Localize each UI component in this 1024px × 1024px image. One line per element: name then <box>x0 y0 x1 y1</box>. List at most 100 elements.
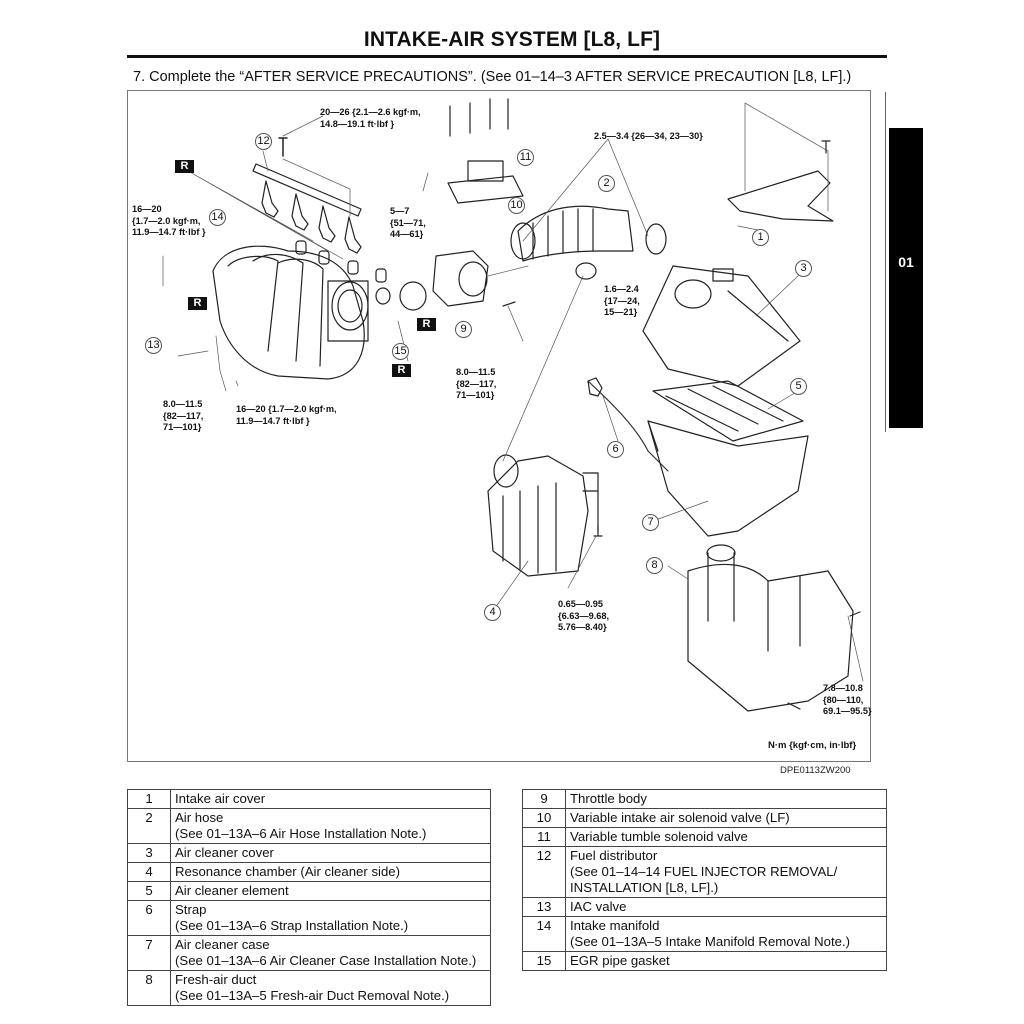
part-name: Throttle body <box>570 791 647 806</box>
resonance-chamber-drawing <box>487 454 603 577</box>
callout-9: 9 <box>455 321 472 338</box>
part-note: (See 01–14–14 FUEL INJECTOR REMOVAL/ INS… <box>570 864 838 895</box>
callout-2: 2 <box>598 175 615 192</box>
part-description: Resonance chamber (Air cleaner side) <box>170 862 491 882</box>
part-note: (See 01–13A–5 Intake Manifold Removal No… <box>570 934 851 949</box>
callout-3: 3 <box>795 260 812 277</box>
part-name: Variable tumble solenoid valve <box>570 829 748 844</box>
part-number: 14 <box>522 916 566 952</box>
callout-10: 10 <box>508 197 525 214</box>
part-number: 13 <box>522 897 566 917</box>
part-number: 2 <box>127 808 171 844</box>
strap-drawing <box>587 377 603 397</box>
throttle-body-drawing <box>432 250 529 307</box>
part-name: Intake air cover <box>175 791 266 806</box>
callout-12: 12 <box>255 133 272 150</box>
torque-label: 16—20 {1.7—2.0 kgf·m, 11.9—14.7 ft·lbf } <box>132 204 206 237</box>
table-row: 1 Intake air cover <box>127 789 491 809</box>
part-note: (See 01–13A–6 Air Cleaner Case Installat… <box>175 953 477 968</box>
solenoid-valves-drawing <box>447 98 524 204</box>
margin-rule <box>885 92 886 432</box>
callout-1: 1 <box>752 229 769 246</box>
part-description: EGR pipe gasket <box>565 951 887 971</box>
units-label: N·m {kgf·cm, in·lbf} <box>768 740 857 751</box>
part-name: Intake manifold <box>570 918 660 933</box>
part-name: IAC valve <box>570 899 627 914</box>
replace-marker: R <box>175 160 194 173</box>
part-name: Resonance chamber (Air cleaner side) <box>175 864 401 879</box>
part-number: 5 <box>127 881 171 901</box>
table-row: 13 IAC valve <box>522 897 887 917</box>
part-description: Fresh-air duct(See 01–13A–5 Fresh-air Du… <box>170 970 491 1006</box>
page-title: INTAKE-AIR SYSTEM [L8, LF] <box>363 28 661 51</box>
figure-reference-code: DPE0113ZW200 <box>780 765 851 776</box>
part-description: Air cleaner cover <box>170 843 491 863</box>
replace-marker: R <box>188 297 207 310</box>
part-description: Intake air cover <box>170 789 491 809</box>
part-description: Air hose(See 01–13A–6 Air Hose Installat… <box>170 808 491 844</box>
part-description: Air cleaner case(See 01–13A–6 Air Cleane… <box>170 935 491 971</box>
torque-label: 8.0—11.5 {82—117, 71—101} <box>456 367 497 400</box>
part-note: (See 01–13A–5 Fresh-air Duct Removal Not… <box>175 988 450 1003</box>
table-row: 5 Air cleaner element <box>127 881 491 901</box>
part-description: Variable intake air solenoid valve (LF) <box>565 808 887 828</box>
callout-11: 11 <box>517 149 534 166</box>
part-description: Variable tumble solenoid valve <box>565 827 887 847</box>
air-cleaner-element-drawing <box>652 380 804 442</box>
diagram-drawing <box>162 98 864 712</box>
intake-air-cover-drawing <box>727 102 834 222</box>
torque-label: 5—7 {51—71, 44—61} <box>390 206 426 239</box>
part-number: 10 <box>522 808 566 828</box>
part-note: (See 01–13A–6 Air Hose Installation Note… <box>175 826 427 841</box>
callout-5: 5 <box>790 378 807 395</box>
part-number: 4 <box>127 862 171 882</box>
torque-label: 2.5—3.4 {26—34, 23—30} <box>594 131 703 141</box>
table-row: 3 Air cleaner cover <box>127 843 491 863</box>
part-description: Throttle body <box>565 789 887 809</box>
callout-7: 7 <box>642 514 659 531</box>
part-description: Air cleaner element <box>170 881 491 901</box>
replace-marker: R <box>392 364 411 377</box>
part-description: Fuel distributor(See 01–14–14 FUEL INJEC… <box>565 846 887 898</box>
part-number: 12 <box>522 846 566 898</box>
part-number: 7 <box>127 935 171 971</box>
part-name: Air cleaner element <box>175 883 289 898</box>
torque-label: 16—20 {1.7—2.0 kgf·m, 11.9—14.7 ft·lbf } <box>236 404 337 426</box>
part-description: Strap(See 01–13A–6 Strap Installation No… <box>170 900 491 936</box>
torque-label: 1.6—2.4 {17—24, 15—21} <box>604 284 640 317</box>
table-row: 11 Variable tumble solenoid valve <box>522 827 887 847</box>
part-number: 8 <box>127 970 171 1006</box>
part-description: IAC valve <box>565 897 887 917</box>
callout-4: 4 <box>484 604 501 621</box>
part-number: 11 <box>522 827 566 847</box>
torque-label: 0.65—0.95 {6.63—9.68, 5.76—8.40} <box>558 599 610 632</box>
air-cleaner-cover-drawing <box>642 265 801 387</box>
section-tab-label: 01 <box>898 254 914 270</box>
intake-manifold-drawing <box>212 245 369 380</box>
callout-13: 13 <box>145 337 162 354</box>
torque-label: 7.8—10.8 {80—110, 69.1—95.5} <box>823 683 872 716</box>
part-number: 1 <box>127 789 171 809</box>
section-tab: 01 <box>889 128 923 428</box>
air-cleaner-case-drawing <box>587 380 809 537</box>
part-number: 3 <box>127 843 171 863</box>
fresh-air-duct-drawing <box>687 544 861 712</box>
part-description: Intake manifold(See 01–13A–5 Intake Mani… <box>565 916 887 952</box>
part-name: Air cleaner cover <box>175 845 274 860</box>
exploded-diagram: R R R R 20—26 {2.1—2.6 kgf·m, 14.8—19.1 … <box>127 90 872 762</box>
part-name: Fresh-air duct <box>175 972 257 987</box>
gaskets-drawing <box>295 240 427 311</box>
table-row: 4 Resonance chamber (Air cleaner side) <box>127 862 491 882</box>
air-hose-drawing <box>510 205 667 280</box>
callout-8: 8 <box>646 557 663 574</box>
